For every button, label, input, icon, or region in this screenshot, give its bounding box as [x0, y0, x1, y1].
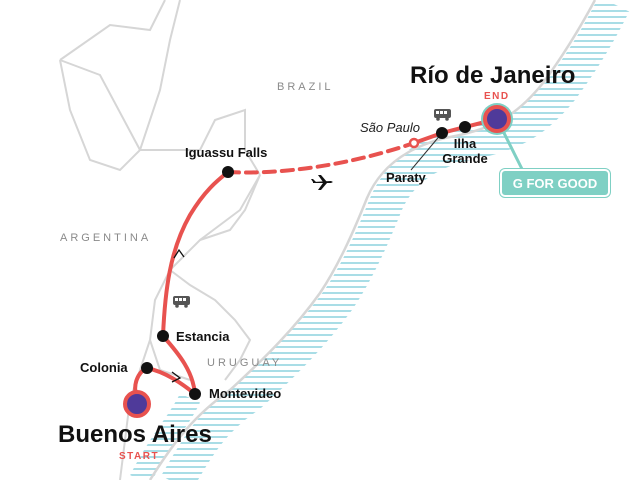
- iguassu-label: Iguassu Falls: [185, 145, 268, 160]
- stops: [141, 121, 471, 400]
- direction-arrow-icon: [171, 371, 182, 383]
- country-borders: [59, 0, 261, 480]
- end-tag: END: [484, 91, 510, 102]
- direction-arrow-icon: [173, 248, 185, 259]
- stop-montevideo[interactable]: [189, 388, 201, 400]
- colonia-label: Colonia: [80, 360, 128, 375]
- paraty-pointer: [410, 132, 443, 171]
- start-marker[interactable]: [123, 390, 151, 418]
- stop-paraty[interactable]: [436, 127, 448, 139]
- bus-icon: [173, 296, 190, 308]
- start-tag: START: [119, 451, 160, 462]
- paraty-label: Paraty: [386, 170, 426, 185]
- montevideo-label: Montevideo: [209, 386, 282, 401]
- g-for-good-badge[interactable]: G FOR GOOD: [500, 169, 610, 197]
- region-label-argentina: ARGENTINA: [60, 232, 152, 244]
- end-city-label: Río de Janeiro: [410, 62, 576, 89]
- stop-estancia[interactable]: [157, 330, 169, 342]
- stop-colonia[interactable]: [141, 362, 153, 374]
- region-label-uruguay: URUGUAY: [207, 357, 283, 369]
- plane-icon: [311, 175, 333, 190]
- ilha-grande-label: Ilha Grande: [442, 136, 488, 166]
- stop-sao-paulo[interactable]: [408, 137, 420, 149]
- end-marker[interactable]: [483, 105, 511, 133]
- stop-iguassu[interactable]: [222, 166, 234, 178]
- bus-icon: [434, 109, 451, 121]
- region-label-brazil: BRAZIL: [277, 81, 334, 93]
- stop-ilha-grande[interactable]: [459, 121, 471, 133]
- start-city-label: Buenos Aires: [58, 421, 212, 448]
- estancia-label: Estancia: [176, 329, 230, 344]
- coastline: [148, 0, 597, 480]
- sao-paulo-label: São Paulo: [360, 120, 420, 135]
- ocean-water: [161, 0, 630, 480]
